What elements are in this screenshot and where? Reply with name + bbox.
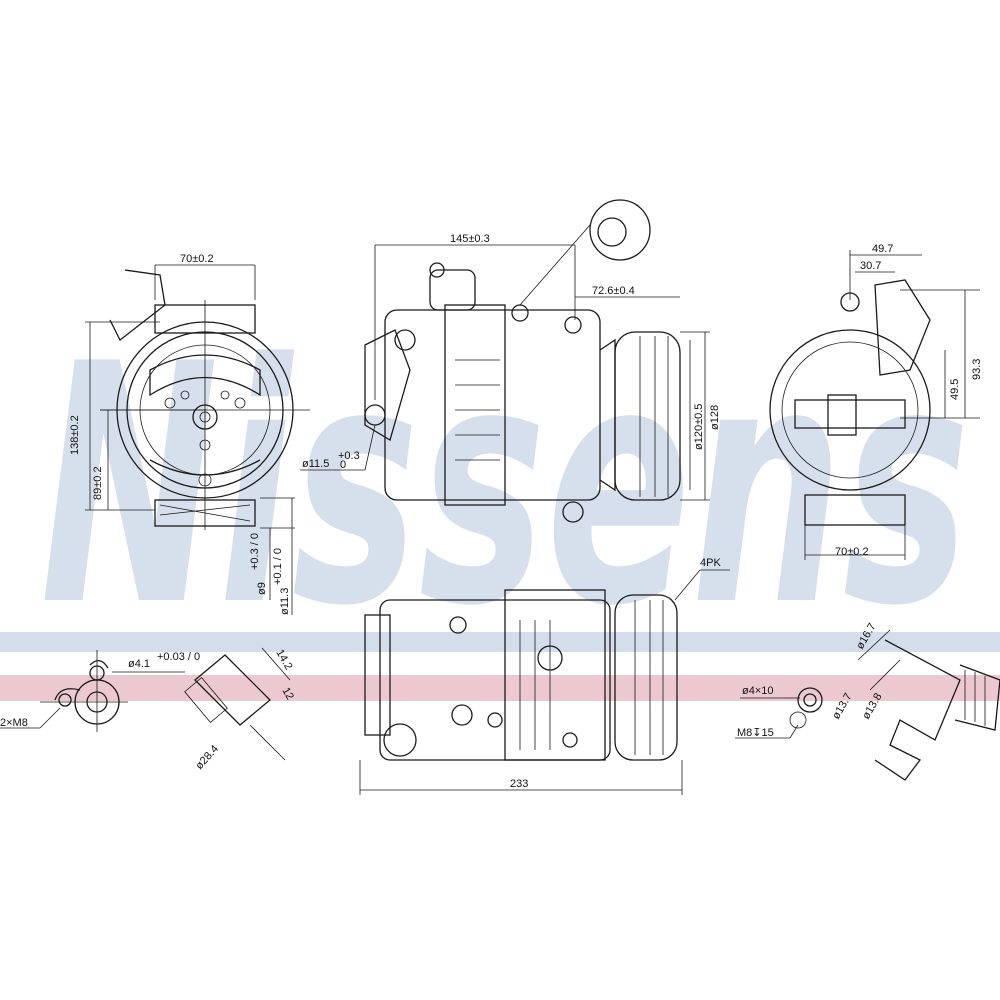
belt-label: 4PK [700,557,721,569]
left-dim-b: 12 [279,686,296,703]
hole-label: ø11.5 [302,458,329,470]
front-view [85,264,310,615]
left-thread-label: 2×M8 [0,717,28,729]
right-thread-label: M8↧15 [737,727,774,739]
front-height-label: 138±0.2 [69,415,81,455]
hole-tol-lower: 0 [340,459,346,471]
bottom-view [359,569,730,795]
bore-b-label: ø11.3 [279,588,291,615]
side-length-label: 145±0.3 [450,233,490,245]
right-hole-label: ø4×10 [742,685,774,697]
left-dia-label: ø28.4 [193,743,221,772]
rear-width-label: 70±0.2 [835,546,869,558]
rear-view [769,250,980,560]
bottom-length-label: 233 [510,778,528,790]
pulley-outer-label: ø128 [709,405,721,430]
front-center-label: 89±0.2 [92,466,104,500]
left-hole-tol: +0.03 / 0 [157,651,200,663]
pulley-dia-label: ø120±0.5 [693,404,705,450]
left-hole-label: ø4.1 [128,658,150,670]
hole-tol-upper: +0.3 [338,450,360,462]
rear-dim-b: 30.7 [860,260,881,272]
rear-dim-a: 49.7 [872,243,893,255]
front-width-label: 70±0.2 [180,253,214,265]
left-port-detail [0,647,291,761]
bore-b-tol: +0.1 / 0 [272,548,284,585]
rear-dim-d: 49.5 [949,379,961,400]
pink-band [0,675,1000,701]
right-port-detail [735,629,1000,781]
side-view [300,199,710,523]
blue-band [0,632,1000,652]
bore-a-label: ø9 [256,582,268,595]
port-offset-label: 72.6±0.4 [592,285,635,297]
rear-dim-c: 93.3 [971,359,983,380]
bore-a-tol: +0.3 / 0 [249,533,261,570]
